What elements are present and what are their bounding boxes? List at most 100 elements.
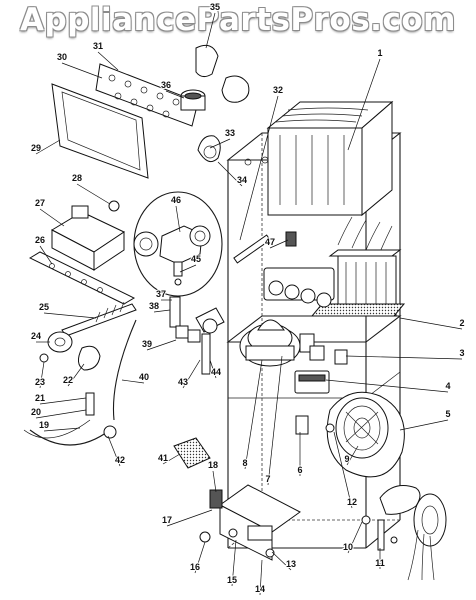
leader-line-14 [259,559,263,596]
callout-8: 8 [242,458,247,468]
leader-line-22 [67,363,85,387]
callout-9: 9 [344,454,349,464]
callout-23: 23 [35,377,45,387]
leader-line-16 [194,541,206,574]
callout-28: 28 [72,173,82,183]
callout-35: 35 [210,2,220,12]
leader-line-36 [165,90,185,99]
callout-7: 7 [265,474,270,484]
callout-36: 36 [161,80,171,90]
callout-41: 41 [158,453,168,463]
callout-40: 40 [139,372,149,382]
callout-26: 26 [35,235,45,245]
callout-39: 39 [142,339,152,349]
leader-line-1 [347,58,381,151]
callout-47: 47 [265,237,275,247]
leader-line-9 [346,445,359,466]
gas-valve [50,200,126,271]
callout-3: 3 [459,348,464,358]
leader-line-47 [269,239,289,249]
callout-18: 18 [208,460,218,470]
leader-line-8 [244,359,263,470]
leader-line-44 [209,359,217,379]
leader-line-3 [345,355,463,360]
igniter-parts [23,331,117,446]
leader-line-28 [76,183,111,205]
callout-21: 21 [35,393,45,403]
callout-10: 10 [343,542,353,552]
leader-line-43 [182,359,201,389]
leader-line-17 [166,509,213,527]
callout-16: 16 [190,562,200,572]
leader-line-32 [239,95,279,241]
leader-line-19 [43,427,81,432]
leader-line-29 [35,139,61,155]
callout-20: 20 [31,407,41,417]
leader-line-7 [267,355,283,486]
leader-line-40 [121,379,145,384]
access-door [51,63,199,179]
leader-line-23 [39,361,45,389]
electrical-box [199,484,301,561]
leader-line-27 [39,208,65,227]
callout-45: 45 [191,254,201,264]
furnace-cabinet [226,132,402,549]
leader-line-12 [333,431,353,509]
leader-line-26 [39,245,53,265]
callout-6: 6 [297,465,302,475]
leader-line-31 [97,51,119,71]
callout-13: 13 [286,559,296,569]
callout-24: 24 [31,331,41,341]
vent-fittings [180,44,250,163]
callout-37: 37 [156,289,166,299]
callout-42: 42 [115,455,125,465]
callout-33: 33 [225,128,235,138]
callout-25: 25 [39,302,49,312]
leader-line-41 [162,453,181,465]
leader-line-38 [153,309,171,313]
leader-line-34 [217,161,243,187]
callout-19: 19 [39,420,49,430]
callout-46: 46 [171,195,181,205]
blower-assembly [325,391,447,581]
leader-line-20 [35,409,87,419]
callout-22: 22 [63,375,73,385]
leader-line-39 [146,339,177,351]
callout-27: 27 [35,198,45,208]
leader-line-10 [347,521,363,554]
leader-line-35 [205,12,216,49]
callout-34: 34 [237,175,247,185]
leader-line-42 [107,435,121,467]
manifold-parts [112,296,225,421]
callout-44: 44 [211,367,221,377]
callout-4: 4 [445,381,450,391]
watermark: AppliancePartsPros.com [20,2,456,38]
leader-line-33 [209,138,231,149]
callout-29: 29 [31,143,41,153]
callout-14: 14 [255,584,265,594]
callout-17: 17 [162,515,172,525]
burner-assembly [263,231,406,317]
leader-line-46 [175,205,181,233]
leader-line-18 [212,470,217,493]
callout-32: 32 [273,85,283,95]
leader-line-13 [271,551,292,571]
leader-line-5 [399,419,449,431]
callout-2: 2 [459,318,464,328]
manifold-detail [133,191,223,297]
leader-line-21 [39,397,87,405]
callout-30: 30 [57,52,67,62]
control-parts [294,349,348,435]
bracket-41 [173,437,211,469]
callout-15: 15 [227,575,237,585]
leader-line-2 [399,317,463,330]
callout-38: 38 [149,301,159,311]
leader-line-45 [179,264,197,273]
leader-line-25 [43,312,97,319]
callout-5: 5 [445,409,450,419]
inducer-assembly [233,234,325,367]
leader-line-4 [325,379,449,393]
callout-11: 11 [375,558,385,568]
